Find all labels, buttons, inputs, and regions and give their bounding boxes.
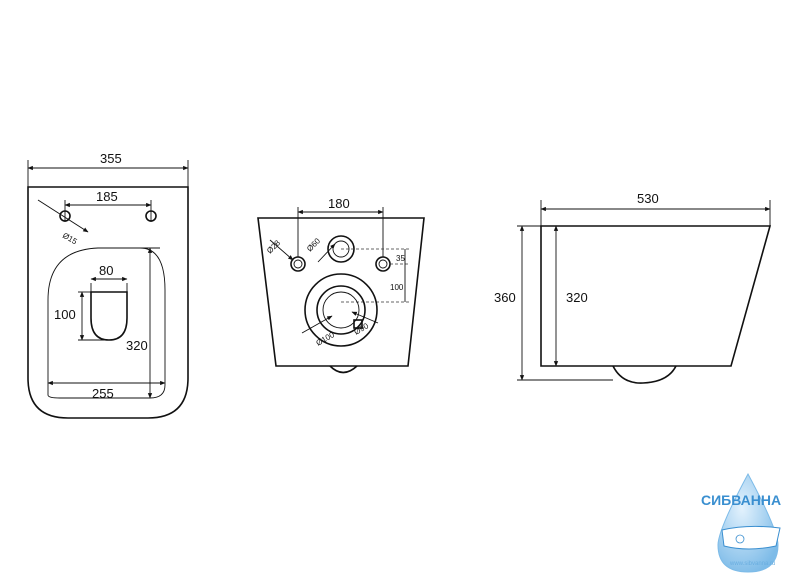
dim-body-height: 320 xyxy=(566,290,588,305)
dim-hole-height: 100 xyxy=(54,307,76,322)
bathtub-icon xyxy=(721,525,781,550)
side-pipe-left xyxy=(290,256,306,272)
side-view-outline xyxy=(540,225,772,367)
dim-offset-vertical: 100 xyxy=(390,283,404,292)
water-drop-icon xyxy=(717,472,779,573)
dim-pipe-inlet: Ø60 xyxy=(305,236,322,253)
dim-width-355: 355 xyxy=(100,151,122,166)
dim-total-height: 360 xyxy=(494,290,516,305)
side-pipe-right xyxy=(375,256,391,272)
sibvanna-logo: СИБВАННА www.sibvanna.ru xyxy=(701,472,781,573)
outlet-inner xyxy=(322,291,360,329)
top-view: 355 185 Ø15 80 100 320 255 xyxy=(27,151,189,419)
rear-view: 180 Ø28 Ø60 35 100 Ø100 Ø90 xyxy=(257,196,425,374)
side-view: 530 360 320 xyxy=(494,191,772,384)
dim-bowl-length: 320 xyxy=(126,338,148,353)
dim-length: 530 xyxy=(637,191,659,206)
logo-name: СИБВАННА xyxy=(701,492,781,508)
top-view-outline xyxy=(27,186,189,419)
outlet-mid xyxy=(316,285,366,335)
seat-outline xyxy=(47,247,166,399)
dim-offset-right: 35 xyxy=(396,254,405,263)
dim-pipe-small: Ø28 xyxy=(265,238,282,255)
dim-hole-width: 80 xyxy=(99,263,113,278)
dim-bowl-width: 255 xyxy=(92,386,114,401)
outlet-outer xyxy=(304,273,378,347)
drain-hole xyxy=(90,291,128,341)
dim-hole-diameter: Ø15 xyxy=(61,231,79,247)
dim-hole-spacing: 185 xyxy=(96,189,118,204)
dim-pipe-spacing: 180 xyxy=(328,196,350,211)
logo-url: www.sibvanna.ru xyxy=(729,561,775,567)
rear-view-outline xyxy=(257,217,425,367)
